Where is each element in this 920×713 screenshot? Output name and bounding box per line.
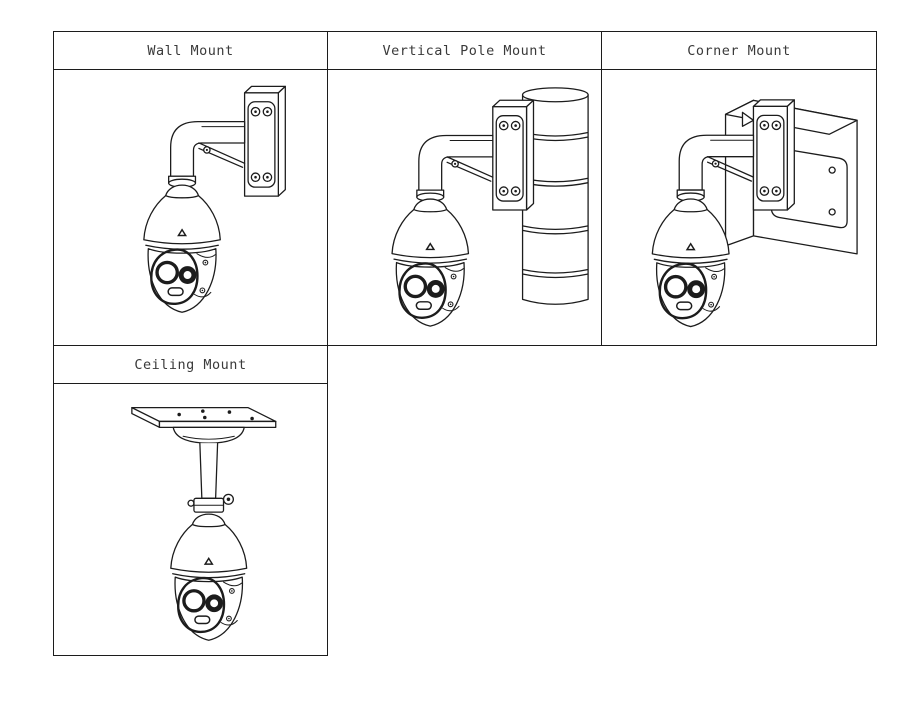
header-cell-wall-mount: Wall Mount (53, 31, 328, 70)
wall-mount-label: Wall Mount (147, 42, 234, 59)
pole (521, 87, 589, 305)
cell-corner-mount (601, 69, 877, 346)
header-cell-ceiling-mount: Ceiling Mount (53, 345, 328, 384)
mount-options-table: Wall Mount Vertical Pole Mount Corner Mo… (53, 31, 877, 656)
ceiling-mount-label: Ceiling Mount (134, 356, 247, 373)
header-cell-corner-mount: Corner Mount (601, 31, 877, 70)
vertical-pole-mount-illustration (390, 87, 589, 328)
ceiling-mount-illustration (131, 407, 277, 642)
cell-ceiling-mount (53, 383, 328, 656)
cell-wall-mount (53, 69, 328, 346)
header-cell-vertical-pole-mount: Vertical Pole Mount (327, 31, 602, 70)
vertical-pole-mount-label: Vertical Pole Mount (382, 42, 547, 59)
corner-mount-illustration (650, 99, 858, 329)
ceiling-pendant (131, 407, 277, 513)
corner-mount-label: Corner Mount (687, 42, 791, 59)
wall-mount-illustration (142, 85, 286, 314)
cell-vertical-pole-mount (327, 69, 602, 346)
